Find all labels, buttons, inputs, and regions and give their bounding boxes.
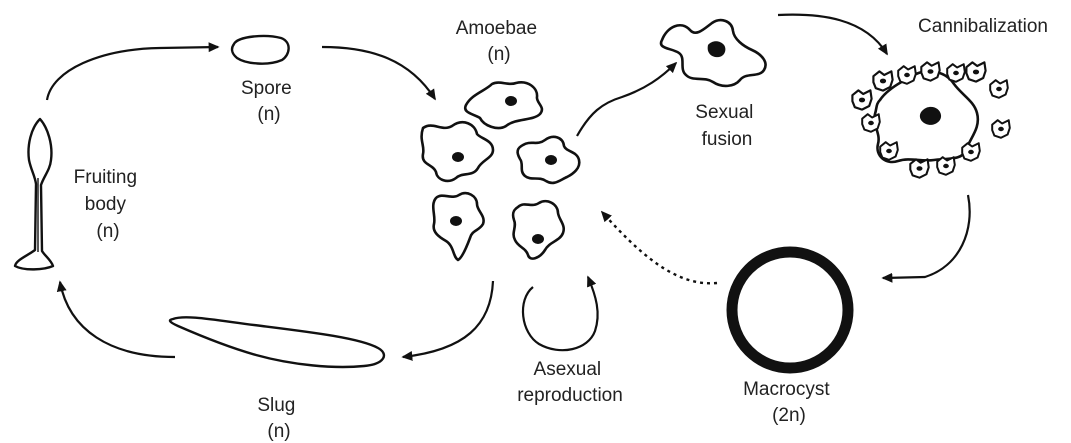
- cannibalization-to-macrocyst-arrow: [883, 195, 970, 278]
- label-sexual-fusion: Sexual fusion: [695, 102, 758, 150]
- amoebae-cluster: [422, 82, 580, 260]
- label-cannibalization: Cannibalization: [918, 16, 1048, 37]
- label-macrocyst: Macrocyst (2n): [743, 379, 835, 426]
- macrocyst-to-amoebae-arrow: [602, 212, 717, 283]
- amoeba-cell: [513, 201, 564, 258]
- amoeba-cell: [422, 122, 493, 181]
- sexual-fusion-to-cannibalization-arrow: [778, 15, 887, 54]
- spore-to-amoebae-arrow: [322, 47, 435, 99]
- macrocyst-ring: [732, 252, 848, 368]
- fruiting-body-stalk: [15, 119, 53, 269]
- label-fruiting-body: Fruiting body (n): [74, 167, 143, 242]
- amoebae-to-slug-arrow: [403, 281, 493, 357]
- asexual-reproduction-loop-arrow: [523, 277, 598, 350]
- sexual-fusion-cell: [661, 20, 766, 86]
- spore: [232, 36, 289, 64]
- label-amoebae: Amoebae (n): [456, 18, 543, 65]
- slug-to-fruiting-body-arrow: [60, 282, 175, 357]
- amoeba-cell: [465, 82, 542, 128]
- amoebae-to-sexual-fusion-arrow: [577, 63, 676, 136]
- amoeba-cell: [433, 193, 483, 260]
- label-slug: Slug (n): [257, 395, 300, 442]
- cannibalization-cell-mass: [852, 62, 1009, 177]
- fruiting-body: [15, 119, 53, 269]
- label-asexual-reproduction: Asexual reproduction: [517, 359, 623, 406]
- label-spore: Spore (n): [241, 78, 297, 125]
- fruiting-body-to-spore-arrow: [47, 47, 218, 100]
- slug: [170, 317, 384, 367]
- amoeba-cell: [518, 137, 580, 183]
